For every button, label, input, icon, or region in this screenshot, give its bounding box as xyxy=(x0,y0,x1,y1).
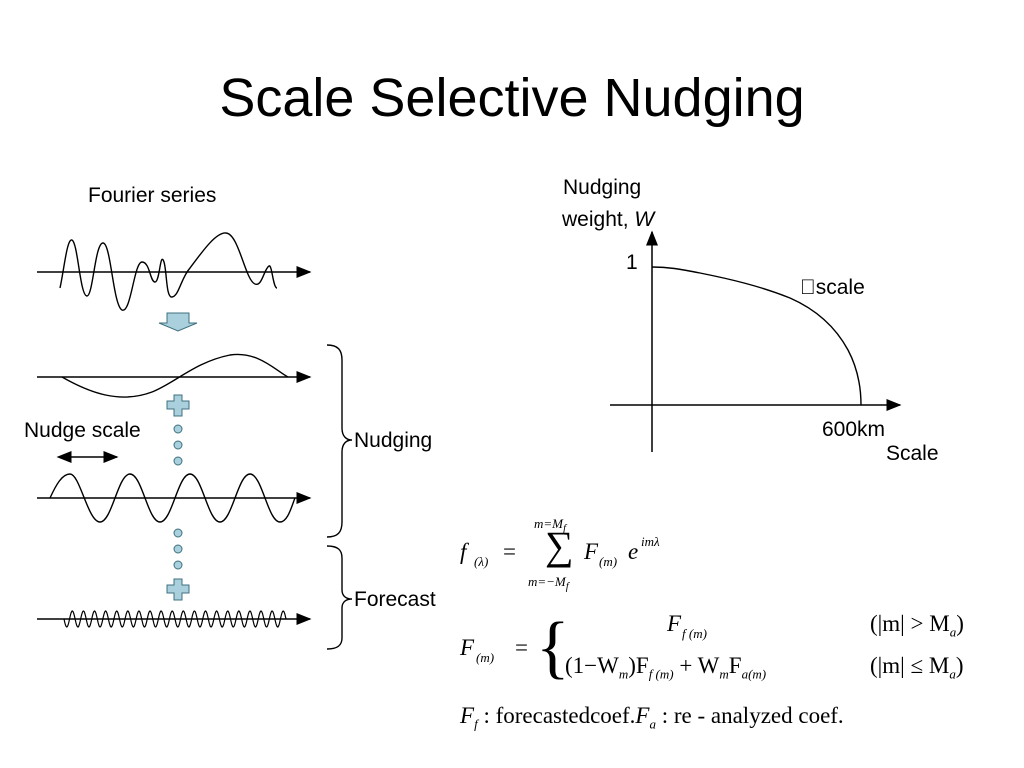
eq2-equals: = xyxy=(515,635,528,660)
eq1-sum-bottom: m=−Mf xyxy=(528,574,569,593)
fourier-composite-wave xyxy=(59,232,278,311)
case-brace-icon: { xyxy=(536,609,570,686)
graph-y-label-line2: weight, W xyxy=(562,207,654,233)
case2-expr: (1−Wm)Ff (m) + WmFa(m) xyxy=(565,653,767,682)
eq1-exponent: imλ xyxy=(641,534,660,549)
legend-ff-desc: : forecastedcoef. xyxy=(477,703,636,728)
case1-cond: (|m| > Ma) xyxy=(870,611,964,640)
sum-icon: ∑ xyxy=(545,523,574,568)
weight-symbol: W xyxy=(634,208,655,231)
legend-fa-desc: : re - analyzed coef. xyxy=(655,703,844,728)
equation-2: F (m) = { F f (m) (|m| > Ma) (1−Wm)Ff (m… xyxy=(460,606,1010,696)
eq2-lhs: F xyxy=(460,635,475,660)
dot-icon xyxy=(173,456,183,466)
equation-1: f (λ) = m=Mf ∑ m=−Mf F (m) e imλ xyxy=(460,510,700,600)
eq1-lhs-sub: (λ) xyxy=(474,554,489,569)
forecast-label: Forecast xyxy=(354,588,436,611)
eq1-lhs: f xyxy=(460,539,467,564)
case1-expr-sub: f (m) xyxy=(682,626,707,641)
nudge-scale-label: Nudge scale xyxy=(24,419,141,442)
medium-wave xyxy=(49,473,296,523)
eq2-lhs-sub: (m) xyxy=(476,650,495,665)
short-wave xyxy=(63,610,287,628)
page-title: Scale Selective Nudging xyxy=(219,68,805,128)
nudging-brace xyxy=(326,344,353,538)
eq1-equals: = xyxy=(503,539,516,564)
dot-icon xyxy=(173,440,183,450)
forecast-brace xyxy=(326,545,353,650)
eq1-sum-top: m=Mf xyxy=(534,516,567,535)
plus-icon xyxy=(166,578,190,601)
weight-word: weight, xyxy=(562,208,629,231)
graph-x-tick: 600km xyxy=(822,418,886,441)
dot-icon xyxy=(173,424,183,434)
coefficient-legend: Ff : forecastedcoef.Fa : re - analyzed c… xyxy=(460,703,844,732)
case2-cond: (|m| ≤ Ma) xyxy=(870,653,964,682)
plus-icon xyxy=(166,394,190,417)
nudging-label: Nudging xyxy=(354,429,433,452)
legend-fa: F xyxy=(635,703,650,728)
long-wave xyxy=(61,353,289,398)
curve-label:  scale xyxy=(800,276,865,299)
graph-y-tick: 1 xyxy=(626,251,638,274)
weight-curve xyxy=(651,266,862,406)
graph-y-label-line1: Nudging xyxy=(563,176,642,199)
dot-icon xyxy=(173,560,183,570)
down-arrow-icon xyxy=(158,312,198,332)
eq1-term: F xyxy=(584,539,599,564)
eq1-term-sub: (m) xyxy=(599,554,618,569)
case1-expr: F xyxy=(667,611,682,636)
dot-icon xyxy=(173,528,183,538)
fourier-series-label: Fourier series xyxy=(88,184,217,207)
eq1-exp-base: e xyxy=(628,539,639,564)
legend-ff: F xyxy=(460,703,475,728)
dot-icon xyxy=(173,544,183,554)
graph-x-label: Scale xyxy=(886,442,939,465)
